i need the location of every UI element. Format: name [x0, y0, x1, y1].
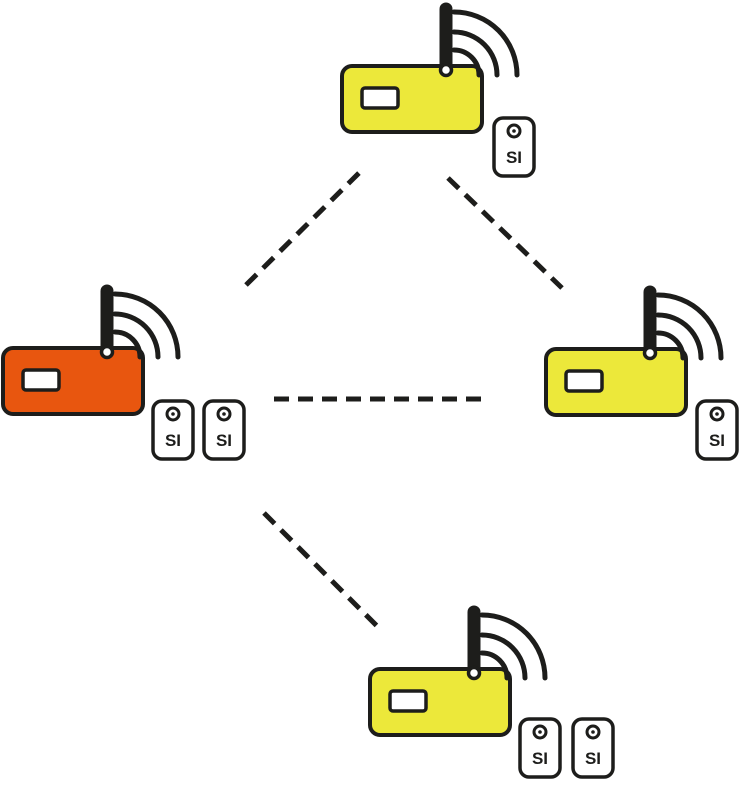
si-device-icon: SI — [202, 399, 246, 461]
wifi-signal-icon — [451, 9, 520, 78]
si-device-icon: SI — [492, 116, 536, 178]
si-label: SI — [585, 749, 601, 768]
link-router-top-router-right — [446, 176, 564, 290]
si-label: SI — [216, 431, 232, 450]
signal-wave — [112, 311, 161, 360]
router-bottom[interactable]: SI SI — [368, 605, 615, 779]
signal-wave — [112, 291, 181, 360]
si-label: SI — [532, 749, 548, 768]
signal-wave — [479, 612, 548, 681]
wifi-signal-icon — [479, 612, 548, 681]
router-display — [360, 86, 400, 110]
wireless-router-icon — [544, 347, 688, 417]
router-top[interactable]: SI — [340, 2, 536, 178]
router-left[interactable]: SI SI — [1, 284, 246, 461]
link-router-left-router-bottom — [262, 511, 380, 629]
wifi-signal-icon — [112, 291, 181, 360]
links-layer — [244, 170, 564, 629]
si-label: SI — [165, 431, 181, 450]
router-display — [21, 368, 61, 392]
si-label: SI — [506, 148, 522, 167]
si-device-icon: SI — [518, 717, 562, 779]
signal-wave — [479, 650, 510, 681]
antenna-connector — [438, 62, 454, 78]
antenna-connector — [466, 665, 482, 681]
signal-wave — [655, 292, 724, 361]
nodes-layer: SI SI SI SI SI SI — [1, 2, 739, 779]
antenna-connector — [642, 345, 658, 361]
antenna-connector — [99, 344, 115, 360]
router-right[interactable]: SI — [544, 285, 739, 461]
signal-wave — [479, 632, 528, 681]
si-device-icon: SI — [695, 399, 739, 461]
signal-wave — [655, 330, 686, 361]
signal-wave — [451, 47, 482, 78]
router-display — [564, 369, 604, 393]
wifi-signal-icon — [655, 292, 724, 361]
signal-wave — [451, 9, 520, 78]
si-label: SI — [709, 431, 725, 450]
wireless-router-icon — [340, 64, 484, 134]
si-device-icon: SI — [571, 717, 615, 779]
signal-wave — [112, 329, 143, 360]
si-device-icon: SI — [151, 399, 195, 461]
signal-wave — [655, 312, 704, 361]
signal-wave — [451, 29, 500, 78]
wireless-router-icon — [368, 667, 512, 737]
wireless-router-icon — [1, 346, 145, 416]
link-router-left-router-top — [244, 170, 362, 287]
router-display — [388, 689, 428, 713]
